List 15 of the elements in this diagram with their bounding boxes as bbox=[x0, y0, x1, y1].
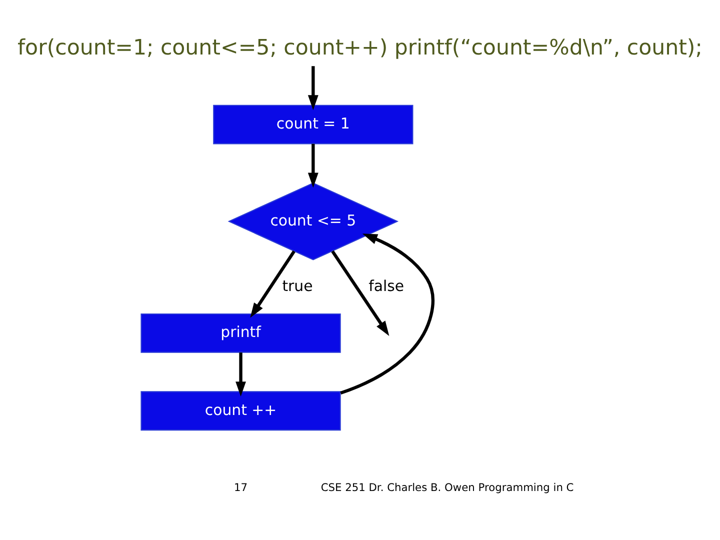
label: 17 bbox=[234, 480, 248, 494]
node-diamond: count <= 5 bbox=[228, 182, 399, 260]
edge-label: true bbox=[282, 276, 313, 294]
node-box: printf bbox=[140, 312, 341, 352]
edge-label: false bbox=[368, 276, 404, 294]
label: CSE 251 Dr. Charles B. Owen Programming in C bbox=[320, 480, 574, 494]
diagram-title: for(count=1; count<=5; count++) printf(“count=%d\n”, count); bbox=[18, 35, 702, 60]
arrow bbox=[308, 143, 318, 188]
arrow bbox=[250, 250, 296, 318]
node-box: count ++ bbox=[140, 390, 341, 430]
arrow bbox=[236, 352, 246, 396]
arrow bbox=[340, 233, 434, 394]
arrow bbox=[331, 250, 390, 336]
node-box: count = 1 bbox=[213, 104, 414, 144]
arrow bbox=[308, 66, 318, 110]
